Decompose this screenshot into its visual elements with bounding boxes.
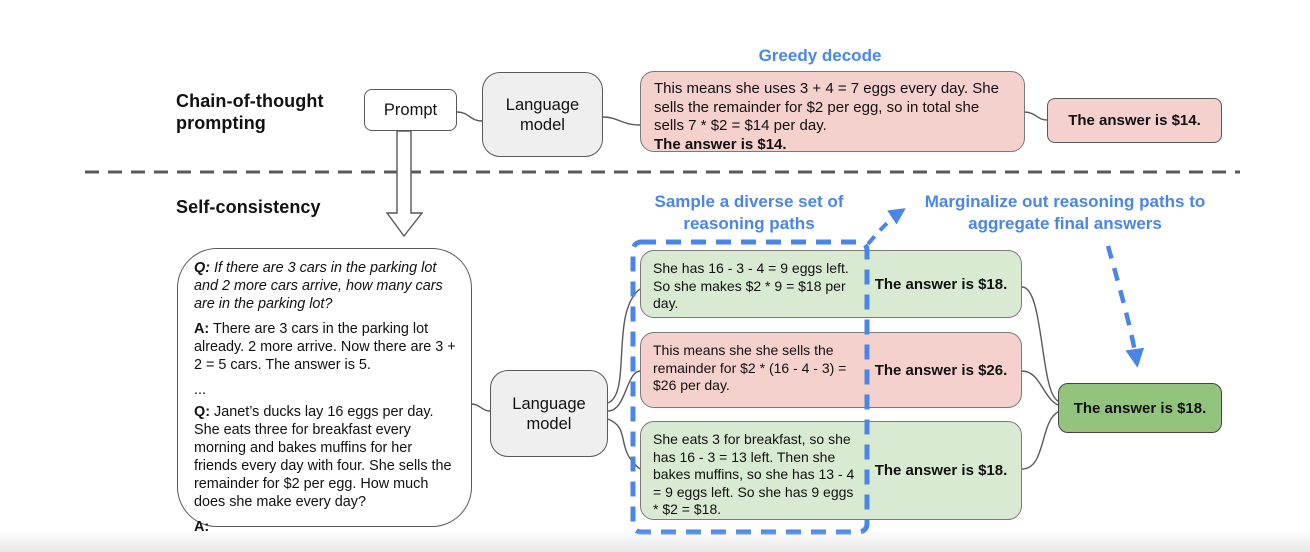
connector-prompt-to-lm (456, 111, 483, 122)
path1-reasoning: She has 16 - 3 - 4 = 9 eggs left. So she… (653, 260, 849, 311)
marginalize-label: Marginalize out reasoning paths to aggre… (924, 192, 1206, 233)
path2-answer: The answer is $26. (874, 361, 1008, 379)
path3-answer: The answer is $18. (874, 462, 1008, 479)
down-arrow-icon (385, 130, 424, 238)
path3-reasoning: She eats 3 for breakfast, so she has 16 … (653, 431, 855, 517)
greedy-output-text: This means she uses 3 + 4 = 7 eggs every… (654, 80, 999, 134)
sc-section-title: Self-consistency (176, 197, 321, 217)
bubble-q2: Q: Janet’s ducks lay 16 eggs per day. Sh… (194, 404, 452, 510)
greedy-answer-chip: The answer is $14. (1047, 98, 1222, 143)
connector-path2-to-final (1021, 370, 1059, 406)
connector-lm-to-path1 (607, 288, 641, 404)
language-model-node-bottom: Language model (490, 370, 608, 457)
final-answer-box: The answer is $18. (1058, 383, 1222, 433)
bubble-a1-label: A: (194, 321, 210, 337)
prompt-node: Prompt (364, 89, 457, 131)
bubble-a1: A: There are 3 cars in the parking lot a… (194, 321, 456, 373)
path-row-2: This means she she sells the remainder f… (640, 332, 1022, 408)
bubble-ellipsis: ... (194, 382, 206, 398)
greedy-decode-label: Greedy decode (758, 46, 882, 65)
connector-lm-to-path3 (607, 418, 641, 470)
connector-output-to-answer (1023, 111, 1048, 121)
path-row-3: She eats 3 for breakfast, so she has 16 … (640, 421, 1022, 520)
prompt-bubble: Q: If there are 3 cars in the parking lo… (177, 248, 472, 535)
bubble-q1-label: Q: (194, 260, 210, 276)
connector-path1-to-final (1021, 286, 1059, 402)
greedy-output-answer: The answer is $14. (654, 135, 787, 153)
connector-lm-to-path2 (607, 370, 641, 412)
language-model-node-top: Language model (482, 72, 603, 157)
path2-reasoning: This means she she sells the remainder f… (653, 342, 847, 393)
path-row-1: She has 16 - 3 - 4 = 9 eggs left. So she… (640, 250, 1022, 318)
bubble-q1: Q: If there are 3 cars in the parking lo… (194, 260, 443, 312)
connector-lm-to-greedy-output (602, 116, 641, 126)
bubble-q2-label: Q: (194, 404, 210, 420)
greedy-output-box: This means she uses 3 + 4 = 7 eggs every… (640, 71, 1025, 153)
connector-path3-to-final (1021, 411, 1059, 470)
sample-paths-label: Sample a diverse set of reasoning paths (654, 192, 844, 233)
cot-section-title: Chain-of-thought prompting (176, 91, 324, 133)
path1-answer: The answer is $18. (874, 275, 1008, 293)
page-bottom-fade (0, 530, 1310, 552)
connector-bubble-to-lm (470, 403, 491, 412)
dashed-arrow-to-final-answer-icon (1105, 245, 1145, 368)
